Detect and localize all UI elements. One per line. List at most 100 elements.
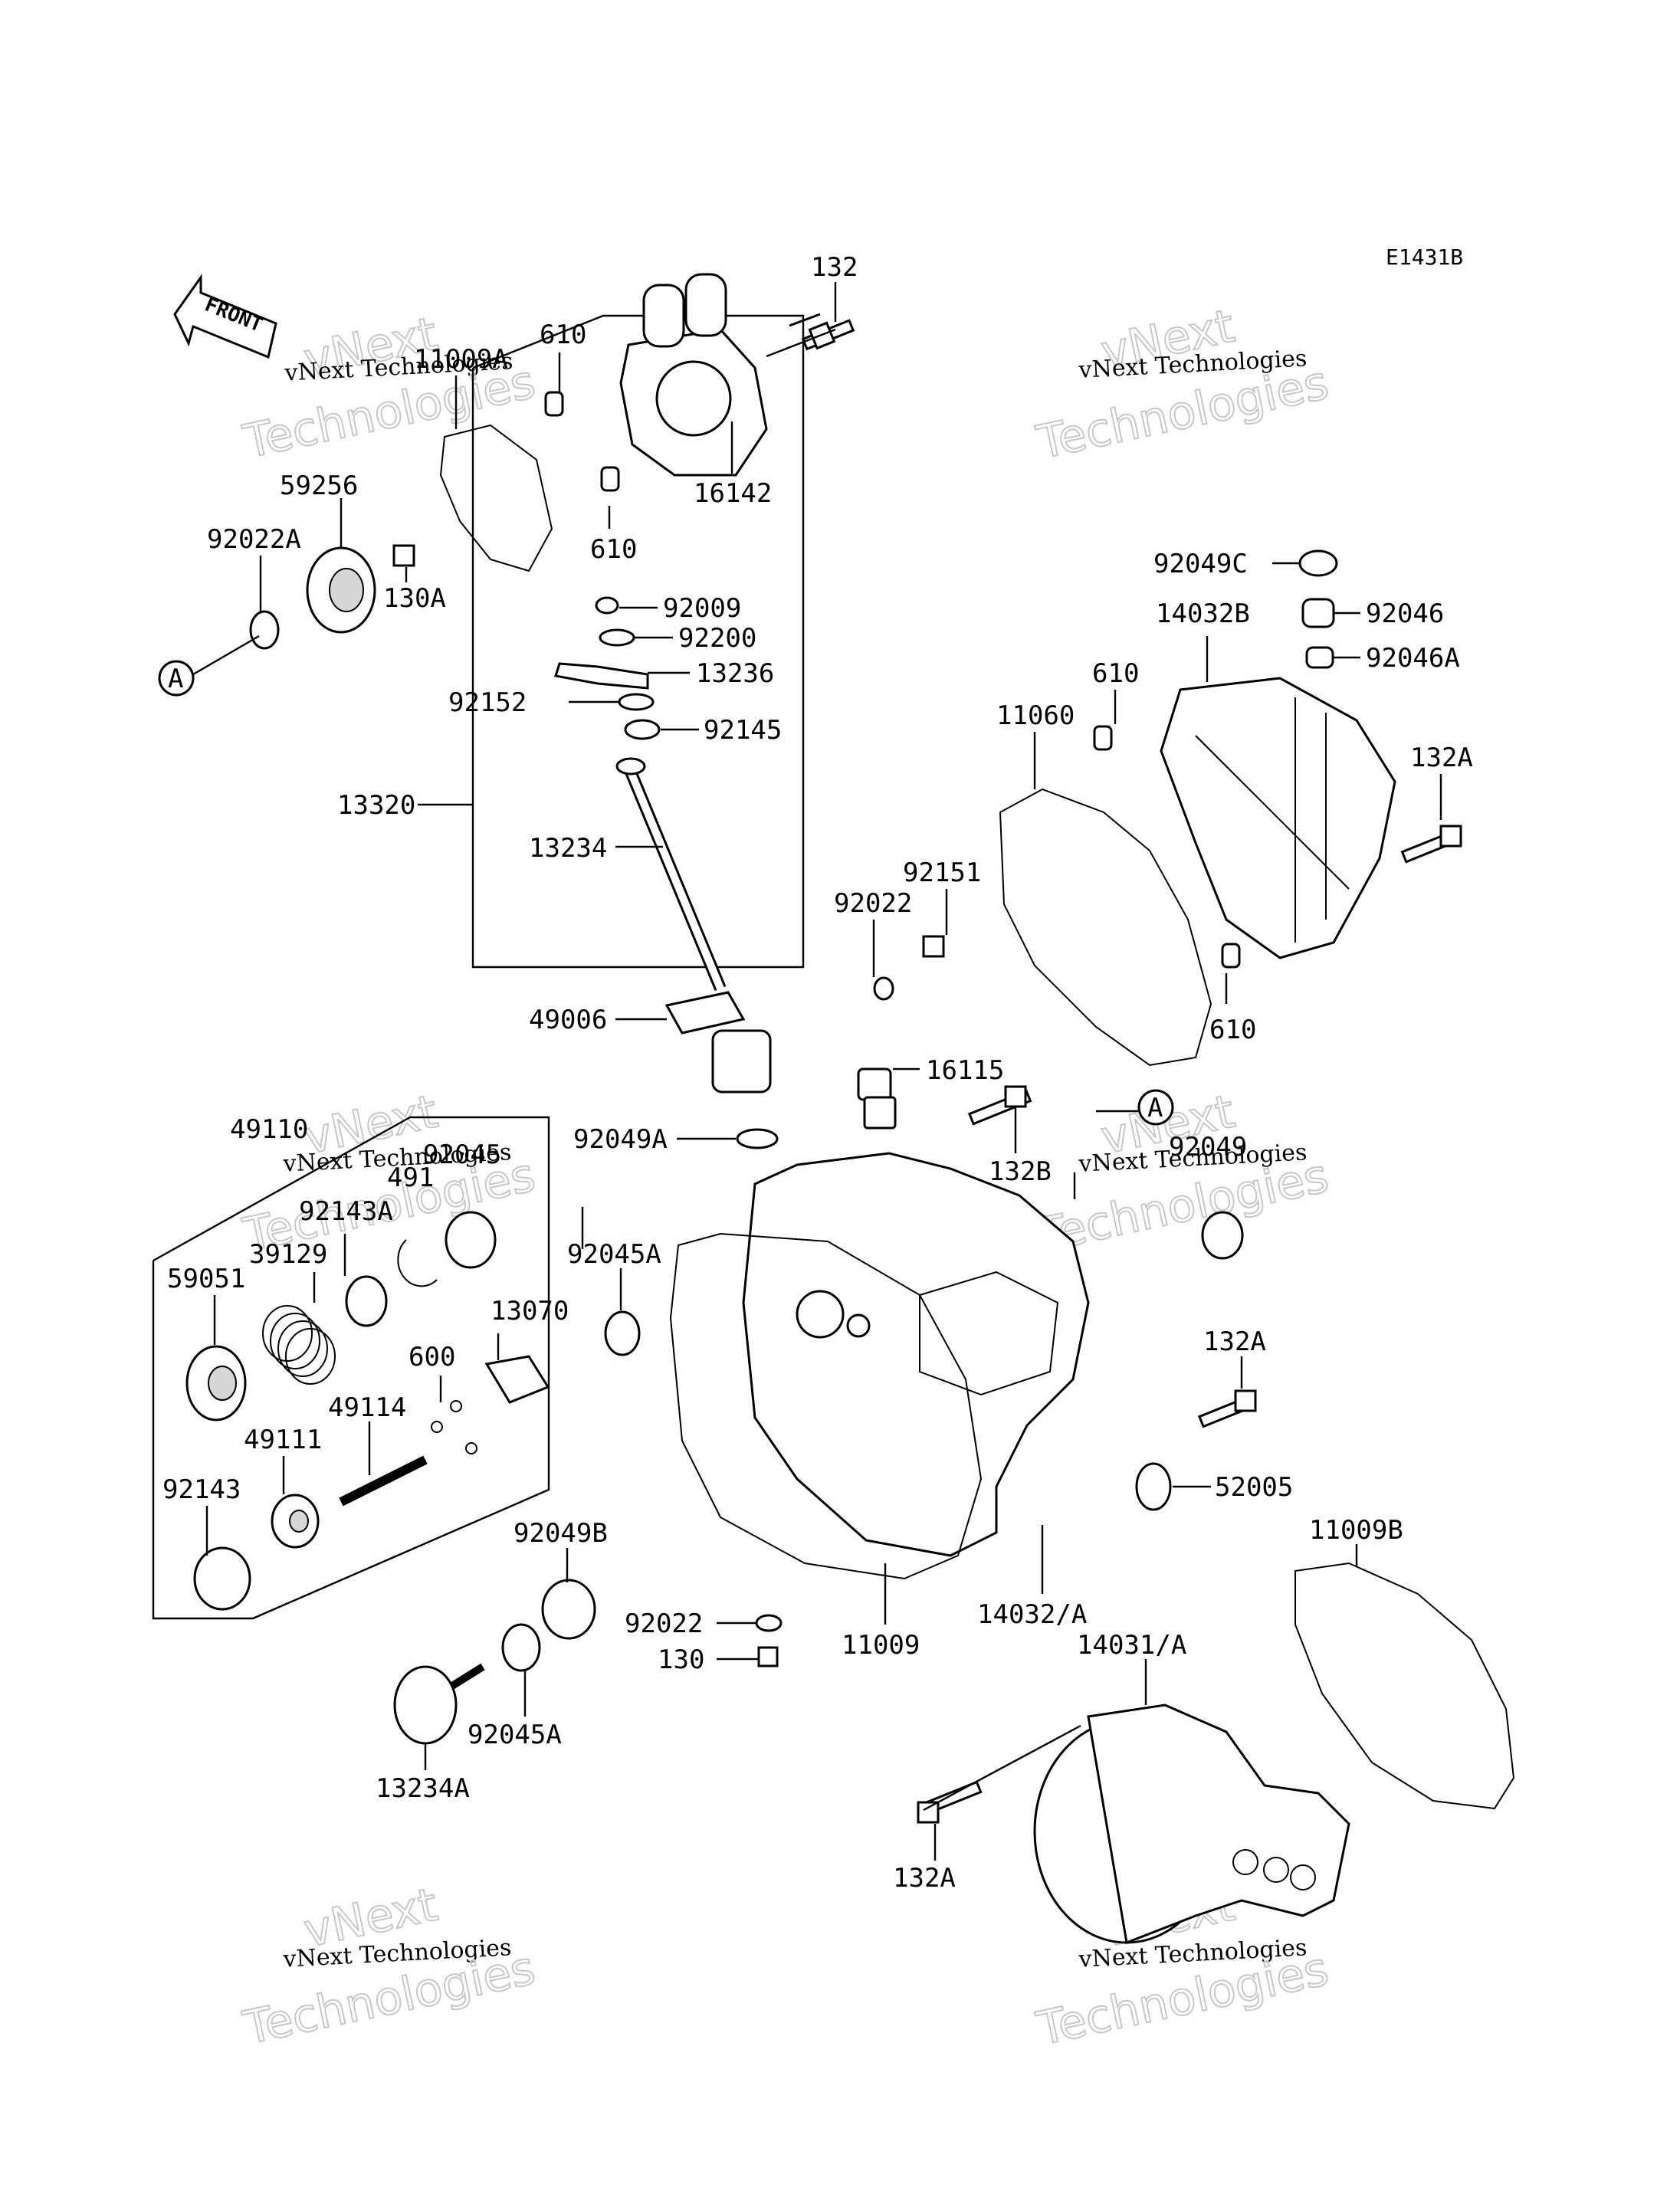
watermark-bottom-left: vNext vNext Technologies Technologies xyxy=(238,1877,541,2057)
impeller-13070 xyxy=(484,1355,550,1404)
label-491: 491 xyxy=(387,1162,434,1193)
pump-cover-16142 xyxy=(619,273,768,477)
ball-600-b xyxy=(431,1421,443,1433)
label-92022-upper: 92022 xyxy=(834,888,912,919)
label-92009: 92009 xyxy=(663,593,741,624)
label-49110: 49110 xyxy=(230,1114,308,1145)
label-130a: 130A xyxy=(383,583,446,614)
part-labels: 132 610 11009A 16142 610 59256 92022A 13… xyxy=(162,252,1473,1894)
front-arrow-icon: FRONT xyxy=(173,274,277,359)
label-92045: 92045 xyxy=(423,1139,501,1170)
gasket-11009 xyxy=(669,1232,983,1580)
washer-92022a xyxy=(249,610,280,650)
bolt-132a-lower xyxy=(917,1780,983,1824)
label-49006: 49006 xyxy=(529,1005,607,1035)
label-59051: 59051 xyxy=(167,1264,245,1294)
bolt-132a-middle xyxy=(1197,1389,1257,1428)
bearing-92049b xyxy=(541,1579,596,1640)
label-92046: 92046 xyxy=(1366,598,1444,629)
spring-92145 xyxy=(624,719,661,740)
label-130: 130 xyxy=(658,1644,704,1675)
bolt-132a-upper xyxy=(1400,825,1462,864)
label-92049a: 92049A xyxy=(573,1124,668,1155)
label-92022-lower: 92022 xyxy=(625,1608,703,1639)
seal-92143 xyxy=(193,1546,251,1611)
cover-14032b xyxy=(1160,677,1396,959)
label-14032a: 14032/A xyxy=(977,1599,1087,1630)
label-14032b: 14032B xyxy=(1156,598,1250,629)
ball-600-c xyxy=(465,1442,477,1454)
washer-92200 xyxy=(599,628,635,647)
label-92145: 92145 xyxy=(704,715,782,746)
label-132a-lower: 132A xyxy=(893,1863,956,1894)
label-13234a: 13234A xyxy=(376,1773,470,1804)
spring-39129 xyxy=(262,1305,336,1385)
svg-text:A: A xyxy=(168,664,183,694)
label-13320: 13320 xyxy=(337,790,415,821)
screw-92009 xyxy=(595,596,619,615)
label-59256: 59256 xyxy=(280,471,358,501)
label-610-b: 610 xyxy=(590,534,637,565)
label-49111: 49111 xyxy=(244,1425,322,1455)
gasket-11009a xyxy=(439,424,553,572)
gear-59051 xyxy=(185,1345,247,1421)
cap-92046 xyxy=(1301,598,1335,628)
washer-92143a xyxy=(345,1275,388,1327)
plug-16115 xyxy=(857,1067,897,1130)
reference-marker-a-right: A xyxy=(1137,1089,1174,1126)
shaft-13234 xyxy=(615,757,727,992)
cap-92049c xyxy=(1298,549,1338,577)
label-92049c: 92049C xyxy=(1153,549,1248,579)
label-92049: 92049 xyxy=(1169,1132,1247,1162)
generator-cover-14031a xyxy=(1033,1703,1350,1945)
bolt-130 xyxy=(757,1646,779,1667)
label-13070: 13070 xyxy=(491,1296,569,1326)
label-92049b: 92049B xyxy=(514,1518,608,1549)
label-13236: 13236 xyxy=(696,658,774,689)
washer-92022-upper xyxy=(873,976,894,1001)
dowel-610-d xyxy=(1221,943,1241,969)
reference-marker-a-left: A xyxy=(158,660,195,697)
bearing-92045a-upper xyxy=(604,1310,641,1356)
label-92022a: 92022A xyxy=(207,524,301,555)
part-52005 xyxy=(1135,1462,1172,1511)
label-11009a: 11009A xyxy=(414,344,508,375)
washer-92152 xyxy=(618,693,655,711)
impeller-59256 xyxy=(306,546,376,634)
watermark-top-left: vNext vNext Technologies Technologies xyxy=(238,307,541,471)
label-16115: 16115 xyxy=(926,1055,1004,1086)
dowel-610-a xyxy=(544,391,564,417)
ball-600-a xyxy=(450,1400,462,1412)
label-132a-middle: 132A xyxy=(1203,1326,1266,1357)
label-92200: 92200 xyxy=(678,623,756,654)
label-16142: 16142 xyxy=(694,478,772,509)
label-610-c: 610 xyxy=(1092,658,1139,689)
bolt-92151 xyxy=(922,935,945,958)
bolt-130a xyxy=(392,544,415,567)
label-11009: 11009 xyxy=(842,1630,920,1661)
gasket-11060 xyxy=(999,788,1212,1067)
label-14031a: 14031/A xyxy=(1077,1630,1186,1661)
label-92143a: 92143A xyxy=(299,1196,393,1227)
assembly-box-13320 xyxy=(471,314,805,969)
label-92143: 92143 xyxy=(162,1474,241,1505)
oil-seal-92049 xyxy=(1201,1211,1244,1260)
label-92045a-upper: 92045A xyxy=(567,1239,661,1270)
label-92152: 92152 xyxy=(448,687,527,718)
svg-text:A: A xyxy=(1147,1093,1163,1123)
label-610-a: 610 xyxy=(540,320,586,350)
bolt-132b xyxy=(967,1085,1032,1126)
label-92045a-lower: 92045A xyxy=(468,1720,562,1750)
dowel-610-b xyxy=(600,466,620,492)
circlip-491 xyxy=(397,1239,438,1287)
gasket-11009b xyxy=(1294,1562,1515,1810)
washer-92022-lower xyxy=(755,1614,783,1632)
label-132b: 132B xyxy=(989,1156,1052,1187)
holder-49006 xyxy=(664,991,772,1094)
watermark-middle-right: vNext vNext Technologies Technologies xyxy=(1032,1084,1334,1264)
label-92046a: 92046A xyxy=(1366,643,1460,674)
label-11009b: 11009B xyxy=(1309,1515,1403,1546)
dowel-610-c xyxy=(1093,725,1113,751)
bearing-92045 xyxy=(445,1211,497,1269)
